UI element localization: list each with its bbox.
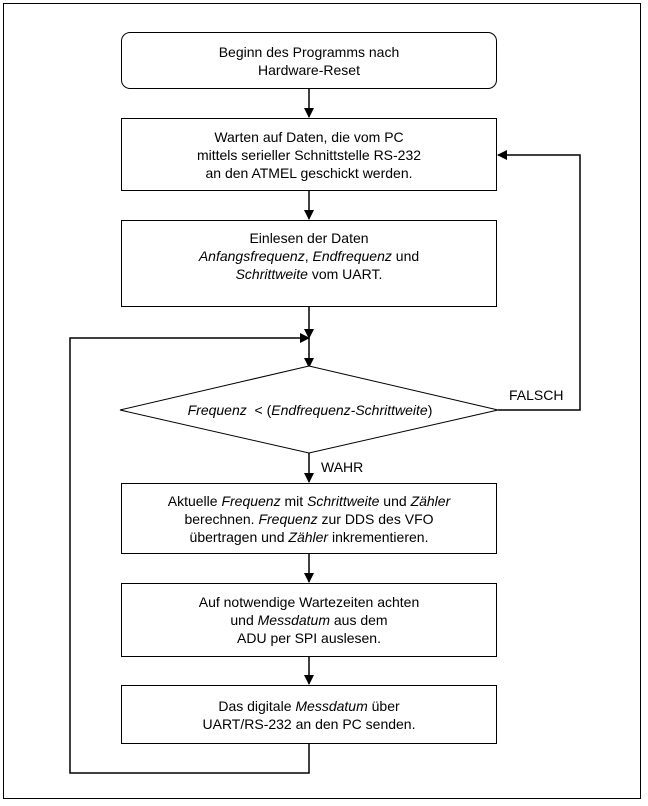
compute-line-2: berechnen. Frequenz zur DDS des VFO [184, 510, 434, 527]
compute-line-3: übertragen und Zähler inkrementieren. [189, 528, 429, 545]
decision-text: Frequenz < (Endfrequenz-Schrittweite) [187, 402, 433, 418]
measure-box: Auf notwendige Wartezeiten achten und Me… [121, 583, 497, 657]
false-loop-line [497, 150, 581, 411]
read-box: Einlesen der Daten Anfangsfrequenz, Endf… [121, 220, 497, 307]
wait-box: Warten auf Daten, die vom PC mittels ser… [121, 118, 497, 191]
compute-box: Aktuelle Frequenz mit Schrittweite und Z… [121, 483, 497, 554]
wait-line-2: mittels serieller Schnittstelle RS-232 [196, 146, 422, 163]
read-line-2: Anfangsfrequenz, Endfrequenz und [198, 248, 420, 264]
false-label: FALSCH [509, 387, 564, 403]
diagram-frame [3, 3, 641, 799]
send-box: Das digitale Messdatum über UART/RS-232 … [121, 685, 497, 744]
wait-line-3: an den ATMEL geschickt werden. [205, 164, 413, 181]
true-label: WAHR [321, 459, 364, 475]
send-line-2: UART/RS-232 an den PC senden. [202, 715, 416, 732]
read-line-1: Einlesen der Daten [249, 230, 369, 246]
measure-line-3: ADU per SPI auslesen. [237, 630, 381, 646]
send-line-1: Das digitale Messdatum über [218, 697, 400, 714]
start-box: Beginn des Programms nach Hardware-Reset [121, 32, 497, 89]
start-line-2: Hardware-Reset [258, 61, 360, 78]
measure-line-1: Auf notwendige Wartezeiten achten [198, 594, 420, 610]
repeat-loop-line [69, 333, 310, 774]
start-line-1: Beginn des Programms nach [218, 43, 400, 60]
read-line-3: Schrittweite vom UART. [235, 266, 383, 282]
compute-line-1: Aktuelle Frequenz mit Schrittweite und Z… [167, 492, 451, 509]
measure-line-2: und Messdatum aus dem [230, 612, 388, 628]
wait-line-1: Warten auf Daten, die vom PC [214, 128, 404, 145]
